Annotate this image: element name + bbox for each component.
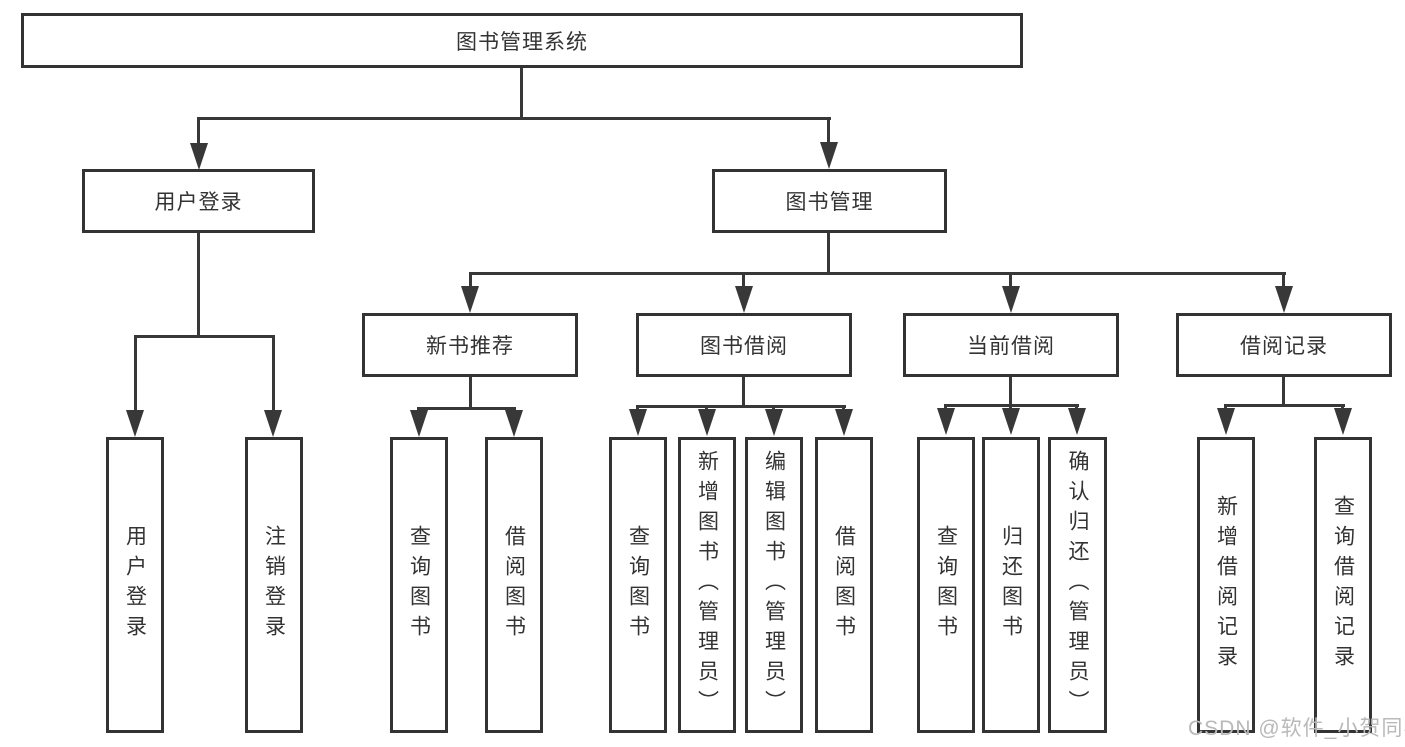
leaf-bor-add-book-label: 新增图书（管理员） bbox=[695, 450, 719, 720]
leaf-bor-query-book-label: 查询图书 bbox=[626, 525, 650, 645]
connector-book-borrow-stem bbox=[742, 377, 745, 408]
leaf-user-login: 用户登录 bbox=[106, 437, 164, 733]
leaf-his-add-record-label: 新增借阅记录 bbox=[1214, 495, 1238, 675]
leaf-cur-confirm-return-label: 确认归还（管理员） bbox=[1066, 450, 1089, 720]
node-borrow-records: 借阅记录 bbox=[1176, 313, 1392, 377]
connector-new-book-rec-branch bbox=[418, 407, 516, 410]
csdn-watermark: CSDN @软件_小贺同学 bbox=[1188, 717, 1405, 740]
node-book-mgmt-label: 图书管理 bbox=[785, 191, 874, 214]
arrowhead-book-mgmt-icon bbox=[820, 142, 838, 169]
arrowhead-book-borrow-icon bbox=[735, 286, 753, 313]
node-current-borrow: 当前借阅 bbox=[903, 313, 1119, 377]
leaf-logout: 注销登录 bbox=[245, 437, 303, 733]
leaf-rec-query-book-label: 查询图书 bbox=[407, 525, 431, 645]
node-book-borrow: 图书借阅 bbox=[636, 313, 852, 377]
connector-drop-current-borrow bbox=[1009, 272, 1012, 288]
leaf-bor-edit-book: 编辑图书（管理员） bbox=[745, 437, 803, 733]
connector-drop-borrow-records bbox=[1282, 272, 1285, 288]
arrowhead-leaf-user-login-icon bbox=[126, 410, 144, 437]
leaf-bor-query-book: 查询图书 bbox=[609, 437, 667, 733]
arrowhead-rec-borrow-icon bbox=[505, 410, 523, 437]
leaf-cur-query-book: 查询图书 bbox=[917, 437, 975, 733]
node-user-login: 用户登录 bbox=[82, 169, 315, 233]
connector-drop-leaf-user-login bbox=[134, 335, 137, 413]
leaf-cur-query-book-label: 查询图书 bbox=[934, 525, 958, 645]
leaf-rec-borrow-book: 借阅图书 bbox=[485, 437, 543, 733]
arrowhead-new-book-rec-icon bbox=[461, 286, 479, 313]
leaf-his-query-record: 查询借阅记录 bbox=[1314, 437, 1372, 733]
connector-drop-new-book-rec bbox=[469, 272, 472, 288]
node-user-login-label: 用户登录 bbox=[154, 191, 243, 214]
arrowhead-cur-return-icon bbox=[1002, 408, 1020, 435]
node-book-mgmt: 图书管理 bbox=[712, 169, 947, 233]
connector-book-borrow-branch bbox=[636, 405, 846, 408]
node-book-borrow-label: 图书借阅 bbox=[700, 335, 788, 358]
arrowhead-borrow-records-icon bbox=[1275, 286, 1293, 313]
arrowhead-cur-query-icon bbox=[937, 408, 955, 435]
arrowhead-rec-query-icon bbox=[410, 410, 428, 437]
leaf-bor-edit-book-label: 编辑图书（管理员） bbox=[762, 450, 786, 720]
leaf-cur-confirm-return: 确认归还（管理员） bbox=[1048, 437, 1107, 733]
node-new-book-rec-label: 新书推荐 bbox=[426, 335, 514, 358]
node-current-borrow-label: 当前借阅 bbox=[967, 335, 1055, 358]
connector-borrow-records-stem bbox=[1282, 377, 1285, 407]
connector-book-mgmt-stem bbox=[827, 233, 830, 275]
leaf-bor-borrow-book: 借阅图书 bbox=[815, 437, 873, 733]
connector-drop-book-borrow bbox=[742, 272, 745, 288]
arrowhead-current-borrow-icon bbox=[1002, 286, 1020, 313]
connector-user-login-stem bbox=[197, 233, 200, 337]
leaf-cur-return-book-label: 归还图书 bbox=[999, 525, 1023, 645]
arrowhead-bor-add-icon bbox=[698, 409, 716, 436]
arrowhead-his-query-icon bbox=[1334, 408, 1352, 435]
leaf-his-add-record: 新增借阅记录 bbox=[1197, 437, 1255, 733]
arrowhead-bor-borrow-icon bbox=[835, 409, 853, 436]
connector-root-stem bbox=[520, 68, 523, 120]
arrowhead-user-login-icon bbox=[190, 143, 208, 170]
connector-drop-user-login bbox=[197, 117, 200, 147]
arrowhead-cur-confirm-icon bbox=[1068, 408, 1086, 435]
arrowhead-his-add-icon bbox=[1217, 408, 1235, 435]
arrowhead-leaf-logout-icon bbox=[264, 410, 282, 437]
connector-drop-book-mgmt bbox=[827, 117, 830, 147]
node-root: 图书管理系统 bbox=[21, 13, 1023, 68]
connector-current-borrow-stem bbox=[1009, 377, 1012, 407]
connector-borrow-records-branch bbox=[1224, 404, 1345, 407]
node-new-book-rec: 新书推荐 bbox=[362, 313, 578, 377]
connector-drop-leaf-logout bbox=[272, 335, 275, 413]
arrowhead-bor-edit-icon bbox=[765, 409, 783, 436]
leaf-bor-add-book: 新增图书（管理员） bbox=[678, 437, 736, 733]
leaf-cur-return-book: 归还图书 bbox=[982, 437, 1040, 733]
connector-user-login-branch bbox=[134, 335, 275, 338]
leaf-logout-label: 注销登录 bbox=[262, 525, 286, 645]
connector-root-branch bbox=[197, 117, 831, 120]
connector-new-book-rec-stem bbox=[469, 377, 472, 410]
leaf-rec-query-book: 查询图书 bbox=[390, 437, 448, 733]
arrowhead-bor-query-icon bbox=[629, 409, 647, 436]
node-borrow-records-label: 借阅记录 bbox=[1240, 335, 1328, 358]
leaf-rec-borrow-book-label: 借阅图书 bbox=[502, 525, 526, 645]
leaf-bor-borrow-book-label: 借阅图书 bbox=[832, 525, 856, 645]
leaf-user-login-label: 用户登录 bbox=[123, 525, 147, 645]
leaf-his-query-record-label: 查询借阅记录 bbox=[1331, 495, 1355, 675]
connector-book-mgmt-branch bbox=[469, 272, 1286, 275]
node-root-label: 图书管理系统 bbox=[456, 30, 588, 54]
